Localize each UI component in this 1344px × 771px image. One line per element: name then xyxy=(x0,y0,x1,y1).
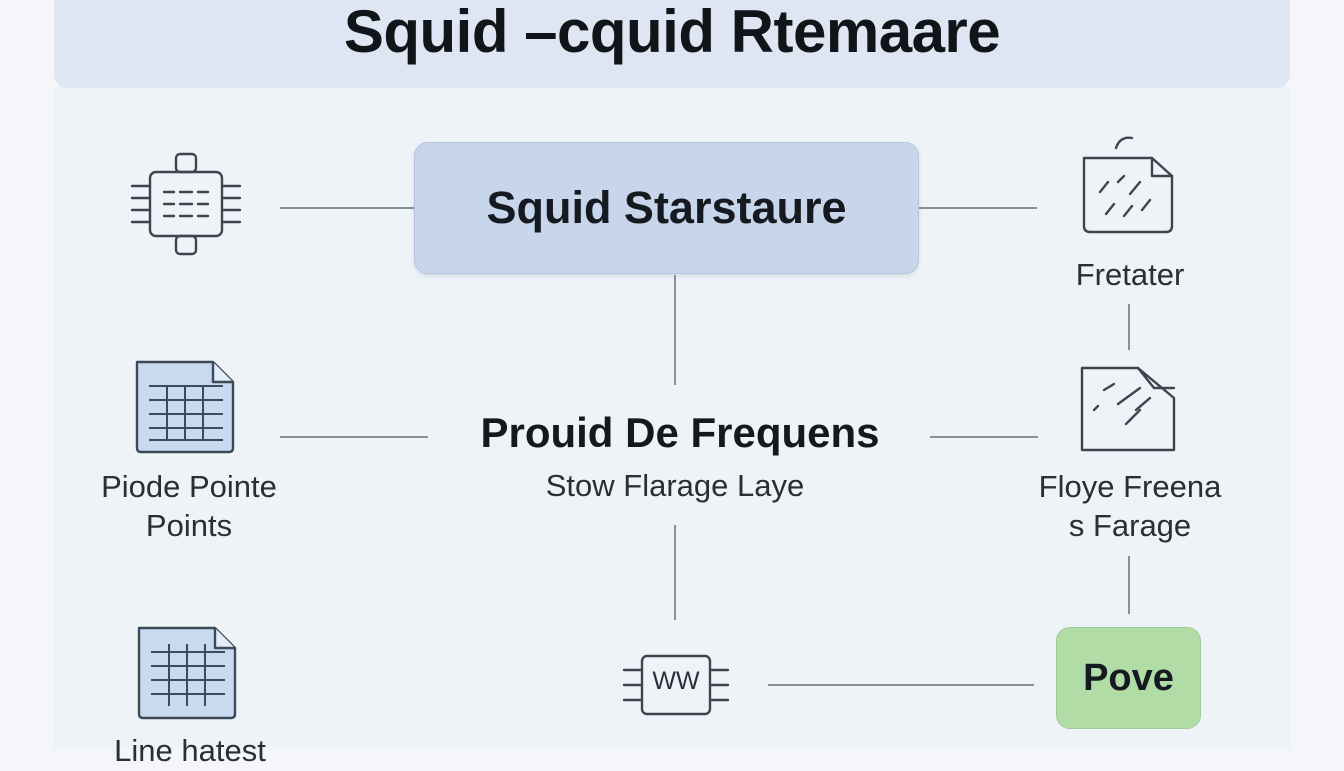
mid-right-label-line2: s Farage xyxy=(1068,507,1192,543)
connector xyxy=(919,207,1037,209)
page-title: Squid –cquid Rtemaare xyxy=(343,0,1001,65)
top-right-label: Fretater xyxy=(1075,257,1185,292)
connector xyxy=(768,684,1034,686)
connector xyxy=(1128,304,1130,350)
main-node: Squid Starstaure xyxy=(414,142,919,274)
connector xyxy=(280,436,428,438)
chip-text: WW xyxy=(652,667,700,695)
mid-right-label: Floye Freena s Farage xyxy=(1010,468,1250,546)
mid-left-label-line1: Piode Pointe xyxy=(101,469,277,504)
connector xyxy=(280,207,414,209)
main-node-label: Squid Starstaure xyxy=(486,182,847,233)
spreadsheet-icon xyxy=(137,626,237,720)
chip-icon xyxy=(622,654,730,716)
spreadsheet-icon xyxy=(135,360,235,454)
title-bar: Squid –cquid Rtemaare xyxy=(54,0,1290,88)
pove-node-label: Pove xyxy=(1083,656,1174,699)
connector xyxy=(1128,556,1130,614)
document-icon xyxy=(1080,366,1176,452)
mid-left-label-line2: Points xyxy=(145,507,233,543)
center-node-title: Prouid De Frequens xyxy=(480,409,880,456)
folder-icon xyxy=(1082,136,1174,234)
chip-icon xyxy=(130,152,242,256)
connector xyxy=(674,275,676,385)
bottom-left-label: Line hatest xyxy=(114,733,266,768)
pove-node: Pove xyxy=(1056,627,1201,729)
mid-right-label-line1: Floye Freena xyxy=(1038,469,1222,504)
connector xyxy=(674,525,676,620)
connector xyxy=(930,436,1038,438)
mid-left-label: Piode Pointe Points xyxy=(70,468,308,546)
center-node-subtitle: Stow Flarage Laye xyxy=(545,468,805,503)
